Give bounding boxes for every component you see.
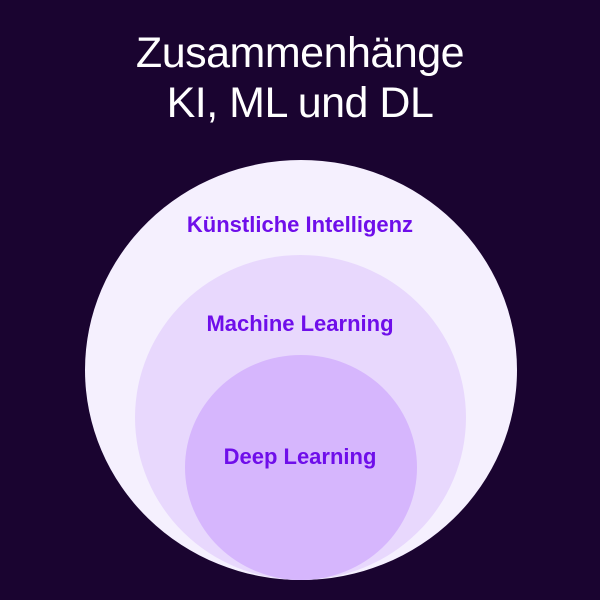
label-dl: Deep Learning — [223, 444, 377, 469]
title-line-2: KI, ML und DL — [166, 79, 434, 127]
circle-dl — [185, 355, 417, 580]
title-line-1: Zusammenhänge — [135, 29, 465, 77]
label-ml: Machine Learning — [206, 311, 394, 336]
label-ki: Künstliche Intelligenz — [186, 212, 414, 237]
page-title: Zusammenhänge KI, ML und DL — [0, 28, 600, 128]
